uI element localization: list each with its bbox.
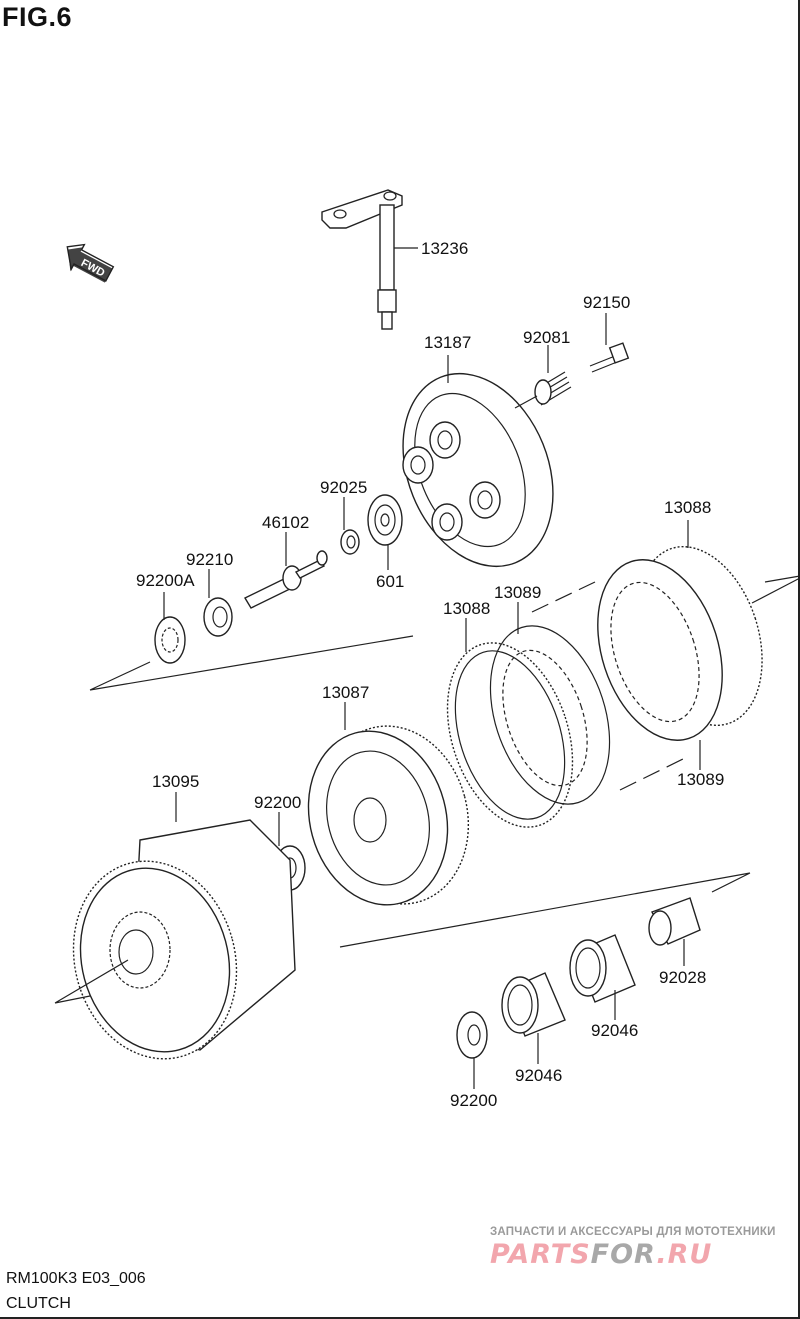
- model-code: RM100K3 E03_006: [6, 1270, 146, 1287]
- label-46102[interactable]: 46102: [262, 513, 309, 532]
- label-92025[interactable]: 92025: [320, 478, 367, 497]
- part-13236-shaft[interactable]: [321, 189, 403, 330]
- label-92046-left[interactable]: 92046: [515, 1066, 562, 1085]
- label-13089-right[interactable]: 13089: [677, 770, 724, 789]
- part-92028-spacer[interactable]: [648, 897, 701, 946]
- part-92210-nut[interactable]: [203, 597, 233, 637]
- part-92150-bolt[interactable]: [589, 342, 630, 373]
- label-92200-low[interactable]: 92200: [450, 1091, 497, 1110]
- part-601-bearing[interactable]: [367, 494, 403, 546]
- part-46102-push-rod[interactable]: [244, 550, 328, 609]
- watermark-brand-ru: .RU: [656, 1239, 713, 1270]
- part-13187-pressure-plate[interactable]: [376, 351, 581, 589]
- part-13087-clutch-hub[interactable]: [290, 709, 488, 920]
- label-13095[interactable]: 13095: [152, 772, 199, 791]
- label-13236[interactable]: 13236: [421, 239, 468, 258]
- label-92210[interactable]: 92210: [186, 550, 233, 569]
- watermark-brand-parts: PARTS: [490, 1239, 591, 1270]
- label-13088-right[interactable]: 13088: [664, 498, 711, 517]
- part-92200-washer-low[interactable]: [456, 1011, 488, 1059]
- label-13087[interactable]: 13087: [322, 683, 369, 702]
- part-13095-clutch-housing[interactable]: [52, 819, 296, 1077]
- label-92081[interactable]: 92081: [523, 328, 570, 347]
- part-92025-washer[interactable]: [340, 529, 360, 555]
- label-13088-left[interactable]: 13088: [443, 599, 490, 618]
- label-92046-right[interactable]: 92046: [591, 1021, 638, 1040]
- part-92046-needle-bearing-left[interactable]: [501, 972, 566, 1037]
- part-13088-friction-plate-left[interactable]: [425, 627, 594, 844]
- label-601[interactable]: 601: [376, 572, 404, 591]
- section-name: CLUTCH: [6, 1295, 71, 1312]
- label-13187[interactable]: 13187: [424, 333, 471, 352]
- part-92081-spring[interactable]: [534, 371, 572, 406]
- part-92200A-lock-washer[interactable]: [154, 616, 186, 664]
- figure-title: FIG.6: [2, 2, 73, 32]
- part-13089-steel-plate-right[interactable]: [576, 544, 744, 757]
- watermark-brand-for: FOR: [590, 1239, 657, 1270]
- bottom-border: [0, 1317, 800, 1319]
- right-border: [798, 0, 800, 1319]
- label-92200-mid[interactable]: 92200: [254, 793, 301, 812]
- watermark-tagline: ЗАПЧАСТИ И АКСЕССУАРЫ ДЛЯ МОТОТЕХНИКИ: [490, 1226, 776, 1238]
- fwd-arrow-icon: FWD: [66, 243, 115, 283]
- label-92150[interactable]: 92150: [583, 293, 630, 312]
- label-13089-left[interactable]: 13089: [494, 583, 541, 602]
- part-92046-needle-bearing-right[interactable]: [569, 934, 636, 1003]
- label-92028[interactable]: 92028: [659, 968, 706, 987]
- watermark-brand: PARTSFOR.RU: [490, 1239, 712, 1270]
- part-13089-steel-plate-left[interactable]: [469, 611, 630, 820]
- label-92200A[interactable]: 92200A: [136, 571, 195, 590]
